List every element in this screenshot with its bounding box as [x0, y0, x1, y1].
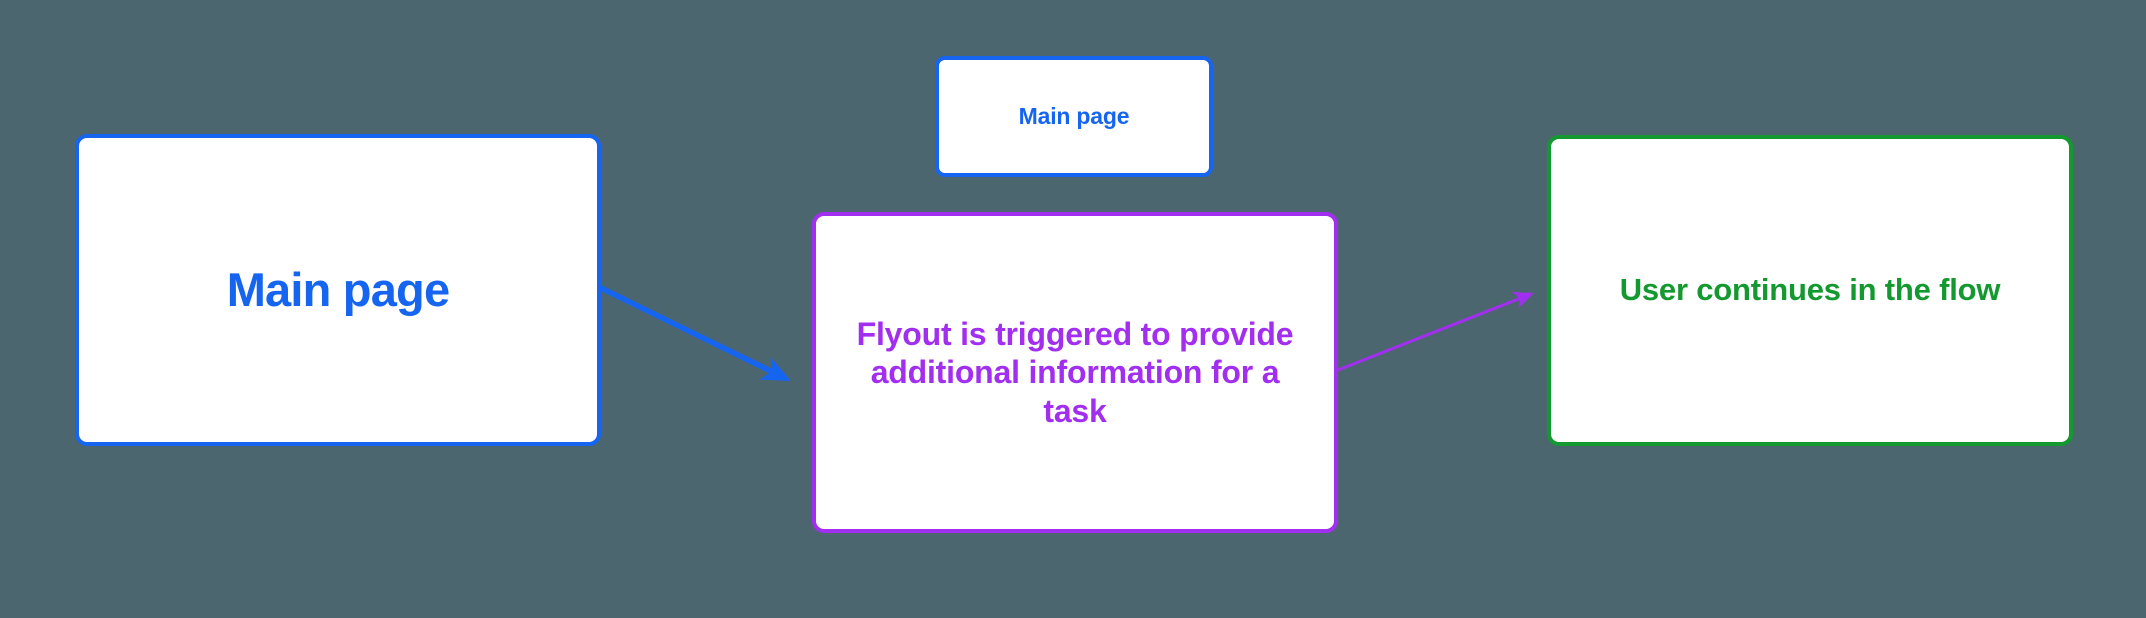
node-flyout-label: Flyout is triggered to provide additiona…: [856, 315, 1294, 429]
node-main-page-large-label: Main page: [226, 262, 450, 316]
connector-main-page-to-flyout: [599, 285, 791, 382]
node-main-page-large[interactable]: Main page: [75, 134, 601, 446]
connector-flyout-to-outcome: [1337, 292, 1534, 372]
node-outcome[interactable]: User continues in the flow: [1547, 135, 2073, 446]
node-outcome-label: User continues in the flow: [1619, 272, 2001, 308]
node-main-page-small-label: Main page: [1018, 103, 1130, 130]
node-flyout[interactable]: Flyout is triggered to provide additiona…: [812, 212, 1338, 533]
node-main-page-small[interactable]: Main page: [935, 56, 1213, 177]
